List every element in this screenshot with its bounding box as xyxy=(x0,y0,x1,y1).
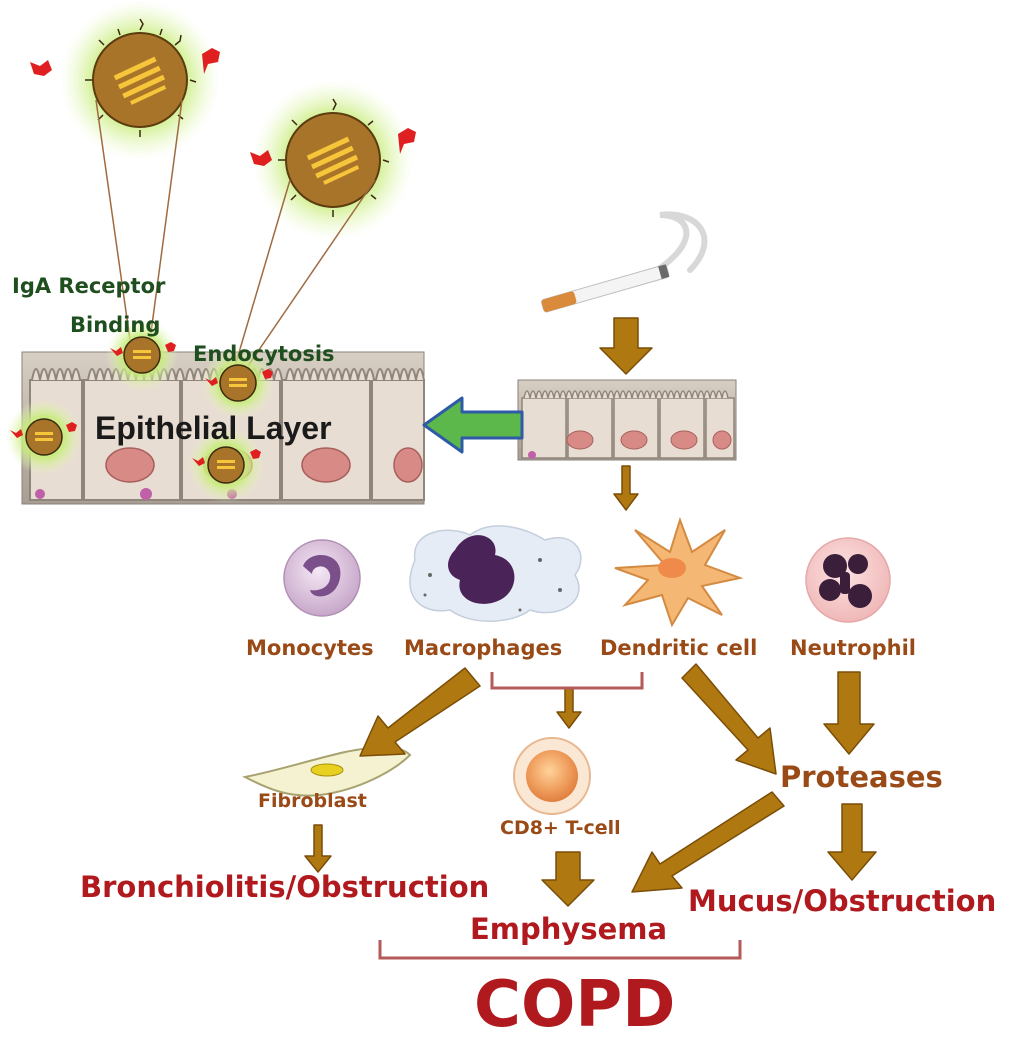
nanoparticle-large-2 xyxy=(250,80,416,240)
macrophage-icon xyxy=(409,525,582,622)
arrow-proteases-down xyxy=(827,803,877,881)
arrow-cd8-down xyxy=(541,851,595,907)
neutrophil-icon xyxy=(805,537,891,623)
arrow-to-fibroblast xyxy=(359,667,481,757)
monocyte-icon xyxy=(283,539,361,617)
bracket-cells xyxy=(490,672,644,690)
label-cd8-tcell: CD8+ T-cell xyxy=(500,817,621,839)
label-epithelial-layer: Epithelial Layer xyxy=(95,410,332,446)
label-mucus: Mucus/Obstruction xyxy=(688,884,997,918)
label-endocytosis: Endocytosis xyxy=(193,342,335,366)
zoom-lines xyxy=(95,99,376,367)
fibroblast-icon xyxy=(242,746,412,797)
label-emphysema: Emphysema xyxy=(470,912,668,946)
arrow-neutrophil-down xyxy=(823,671,875,755)
brackets xyxy=(378,672,742,960)
label-copd: COPD xyxy=(474,968,676,1042)
arrow-cigarette-down xyxy=(599,317,653,375)
arrow-fibroblast-down xyxy=(304,824,332,873)
label-iga-receptor: IgA Receptor xyxy=(12,274,166,298)
nanoparticle-large-1 xyxy=(30,0,220,160)
label-binding: Binding xyxy=(70,313,161,337)
green-arrow xyxy=(422,396,524,454)
dendritic-cell-icon xyxy=(614,516,744,628)
label-monocytes: Monocytes xyxy=(246,636,374,660)
arrow-to-cd8 xyxy=(556,687,582,729)
cigarette-icon xyxy=(541,211,708,313)
label-neutrophil: Neutrophil xyxy=(790,636,916,660)
arrow-epithelium-down xyxy=(613,465,639,511)
arrow-proteases-to-emphysema xyxy=(631,791,785,893)
bracket-copd xyxy=(378,940,742,960)
flow-arrows xyxy=(304,317,877,907)
arrow-to-proteases xyxy=(681,663,777,775)
epithelial-panel-right xyxy=(517,379,737,461)
nanoparticle-small-group xyxy=(6,319,274,503)
label-proteases: Proteases xyxy=(780,760,943,794)
label-dendritic-cell: Dendritic cell xyxy=(600,636,758,660)
cd8-tcell-icon xyxy=(513,737,591,815)
label-macrophages: Macrophages xyxy=(404,636,563,660)
label-bronchiolitis: Bronchiolitis/Obstruction xyxy=(80,870,490,904)
label-fibroblast: Fibroblast xyxy=(258,790,367,812)
